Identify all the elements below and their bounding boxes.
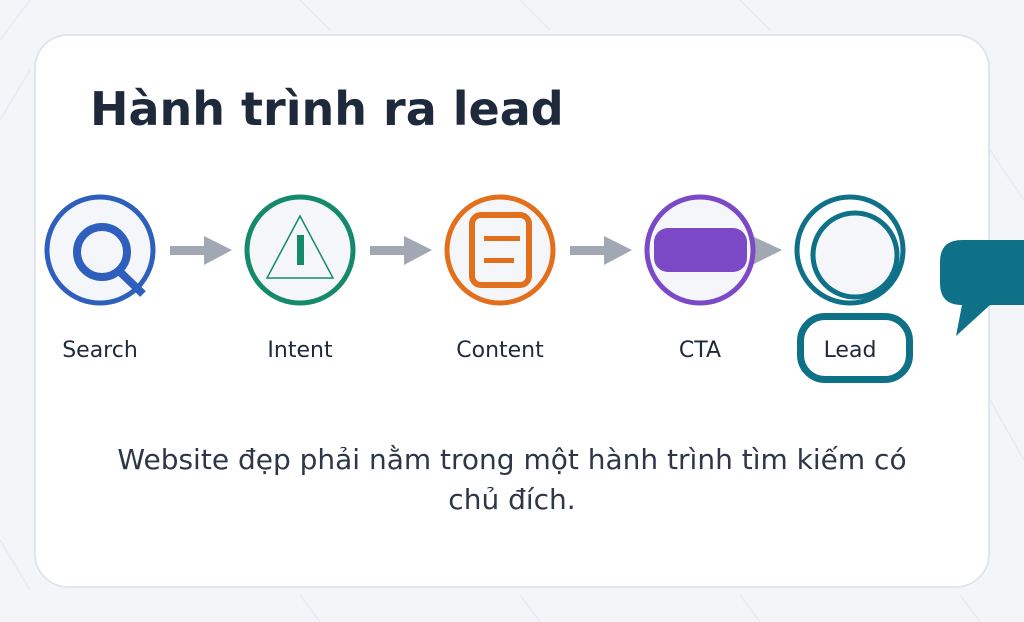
step-label-content: Content xyxy=(456,338,544,363)
lead-node xyxy=(794,194,906,306)
button-pill-icon xyxy=(654,228,747,272)
step-label-intent: Intent xyxy=(267,338,333,363)
diagram-title: Hành trình ra lead xyxy=(90,82,564,136)
warning-triangle-icon xyxy=(265,214,335,279)
arrow-search-to-intent xyxy=(170,236,232,265)
connector-arrows xyxy=(170,236,782,265)
intent-node xyxy=(244,194,356,306)
search-icon xyxy=(73,223,146,297)
speech-bubble-icon xyxy=(940,240,1024,336)
arrow-intent-to-content xyxy=(370,236,432,265)
lead-label-pill xyxy=(797,313,913,383)
search-node xyxy=(44,194,156,306)
step-label-search: Search xyxy=(62,338,138,363)
step-label-cta: CTA xyxy=(678,338,722,363)
document-icon xyxy=(469,212,532,288)
diagram-card xyxy=(34,34,990,588)
step-label-lead: Lead xyxy=(823,338,877,363)
circle-icon xyxy=(810,210,900,300)
arrow-cta-to-lead xyxy=(752,236,782,265)
content-node xyxy=(444,194,556,306)
cta-node xyxy=(644,194,756,306)
arrow-content-to-cta xyxy=(570,236,632,265)
diagram-caption: Website đẹp phải nằm trong một hành trìn… xyxy=(117,443,907,516)
